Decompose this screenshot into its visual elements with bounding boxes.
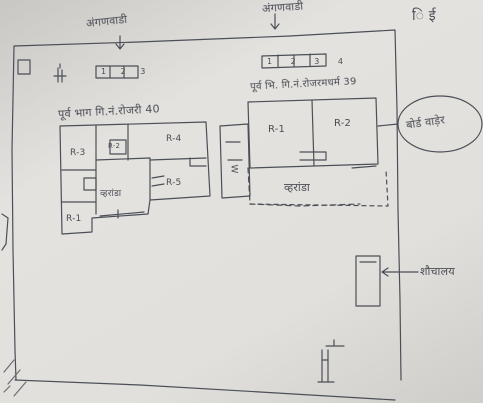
right-box-numbers: 1 2 3 4 bbox=[267, 57, 351, 66]
right-building bbox=[220, 98, 388, 206]
left-box-numbers: 1 2 3 bbox=[101, 67, 152, 76]
right-side-arrow bbox=[382, 268, 418, 276]
top-right-arrow bbox=[271, 14, 279, 29]
left-edge-mark bbox=[2, 214, 8, 250]
left-verandah-label: व्हरांडा bbox=[100, 189, 122, 199]
left-room-label: R-4 bbox=[166, 134, 182, 144]
right-room-label: R-1 bbox=[268, 124, 286, 135]
top-left-arrow bbox=[116, 36, 124, 49]
left-building bbox=[60, 122, 210, 234]
right-side-label: शौचालय bbox=[420, 265, 455, 278]
left-room-label: R-2 bbox=[108, 142, 121, 150]
top-right-label: अंगणवाडी bbox=[261, 0, 304, 16]
side-room-mark: W bbox=[228, 164, 239, 174]
left-room-label: R-5 bbox=[166, 178, 182, 188]
left-room-label: R-3 bbox=[70, 148, 86, 158]
left-room-label: R-1 bbox=[66, 214, 82, 224]
plot-boundary bbox=[12, 30, 401, 400]
oval-label-outline bbox=[398, 96, 482, 152]
corner-square bbox=[18, 60, 30, 74]
top-right-corner-mark: ि ई bbox=[412, 8, 436, 24]
right-box-row bbox=[262, 54, 326, 68]
tap-symbol-left bbox=[54, 64, 66, 82]
right-verandah-label: व्हरांडा bbox=[284, 181, 310, 194]
left-box-row bbox=[96, 66, 138, 78]
oval-connector bbox=[378, 124, 398, 126]
right-side-structure bbox=[356, 256, 380, 306]
tap-symbol-bottom bbox=[318, 340, 344, 382]
bottom-left-hatch bbox=[4, 360, 26, 396]
right-room-label: R-2 bbox=[334, 118, 352, 129]
